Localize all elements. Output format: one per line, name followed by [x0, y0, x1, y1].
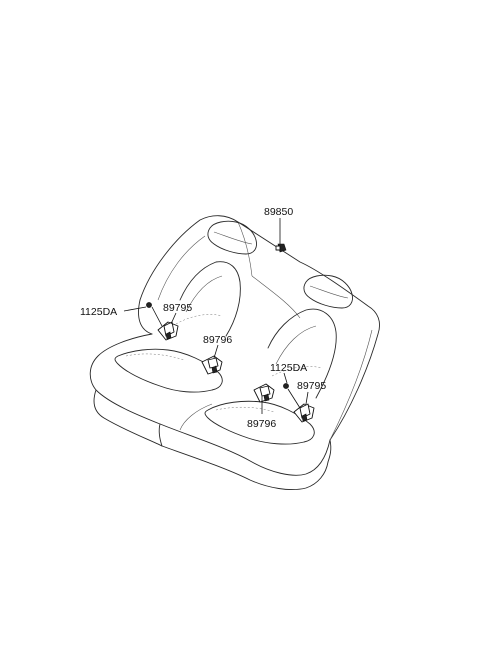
part-labels: 89850 1125DA 89795 89796 1125DA 89795 89…	[80, 206, 326, 430]
bolt-1125DA-right	[283, 383, 289, 389]
seat-cushion	[89, 333, 332, 491]
right-backrest-panel	[267, 308, 337, 399]
leader-lines	[123, 218, 309, 414]
buckle-89796-lower	[253, 383, 275, 403]
left-backrest-panel	[175, 261, 241, 337]
label-89796-upper: 89796	[203, 334, 232, 346]
label-1125DA-right: 1125DA	[270, 362, 307, 374]
left-cushion-pad	[114, 348, 223, 393]
buckle-89795-right	[293, 403, 315, 423]
label-89850: 89850	[264, 206, 293, 218]
bracket-89850	[275, 243, 287, 253]
bolt-1125DA-left	[146, 302, 152, 308]
label-89796-lower: 89796	[247, 418, 276, 430]
buckle-89796-upper	[201, 355, 223, 375]
seat-backrest	[138, 215, 380, 441]
right-headrest	[303, 274, 353, 309]
label-1125DA-left: 1125DA	[80, 306, 117, 318]
label-89795-left: 89795	[163, 302, 192, 314]
label-89795-right: 89795	[297, 380, 326, 392]
buckle-89795-left	[157, 321, 179, 341]
left-headrest	[207, 220, 257, 255]
